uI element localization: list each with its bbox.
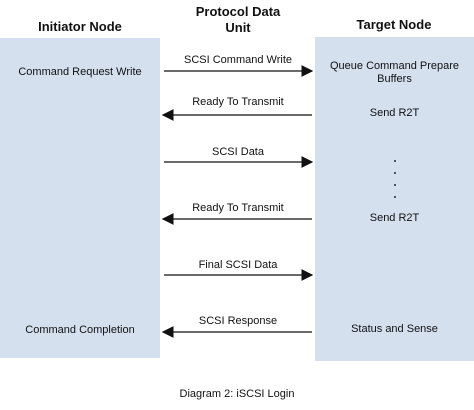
message-label-ready-to-transmit-2: Ready To Transmit [192, 202, 284, 214]
target-lane [315, 37, 474, 361]
message-label-final-scsi-data: Final SCSI Data [198, 259, 278, 271]
ellipsis-dot [394, 184, 396, 186]
command-request-write-label: Command Request Write [18, 66, 142, 78]
send-r2t-label-2: Send R2T [369, 212, 420, 224]
ellipsis-dot [394, 160, 396, 162]
command-completion-label: Command Completion [25, 324, 135, 336]
message-label-scsi-response: SCSI Response [198, 315, 278, 327]
protocol-data-unit-header: Protocol Data Unit [168, 4, 308, 36]
message-label-scsi-command-write: SCSI Command Write [184, 54, 292, 66]
send-r2t-label-1: Send R2T [369, 107, 420, 119]
pdu-header-line2: Unit [225, 20, 251, 35]
diagram-caption: Diagram 2: iSCSI Login [179, 388, 295, 400]
queue-command-label: Queue Command Prepare Buffers [315, 60, 474, 86]
pdu-header-line1: Protocol Data [195, 4, 281, 19]
initiator-node-header: Initiator Node [38, 19, 122, 34]
status-and-sense-label: Status and Sense [351, 323, 438, 335]
initiator-lane [0, 38, 160, 358]
ellipsis-dot [394, 172, 396, 174]
queue-command-line1: Queue Command Prepare [329, 60, 459, 72]
queue-command-line2: Buffers [377, 73, 412, 85]
message-label-ready-to-transmit-1: Ready To Transmit [192, 96, 284, 108]
ellipsis-dot [394, 196, 396, 198]
target-node-header: Target Node [356, 17, 432, 32]
message-label-scsi-data: SCSI Data [212, 146, 264, 158]
